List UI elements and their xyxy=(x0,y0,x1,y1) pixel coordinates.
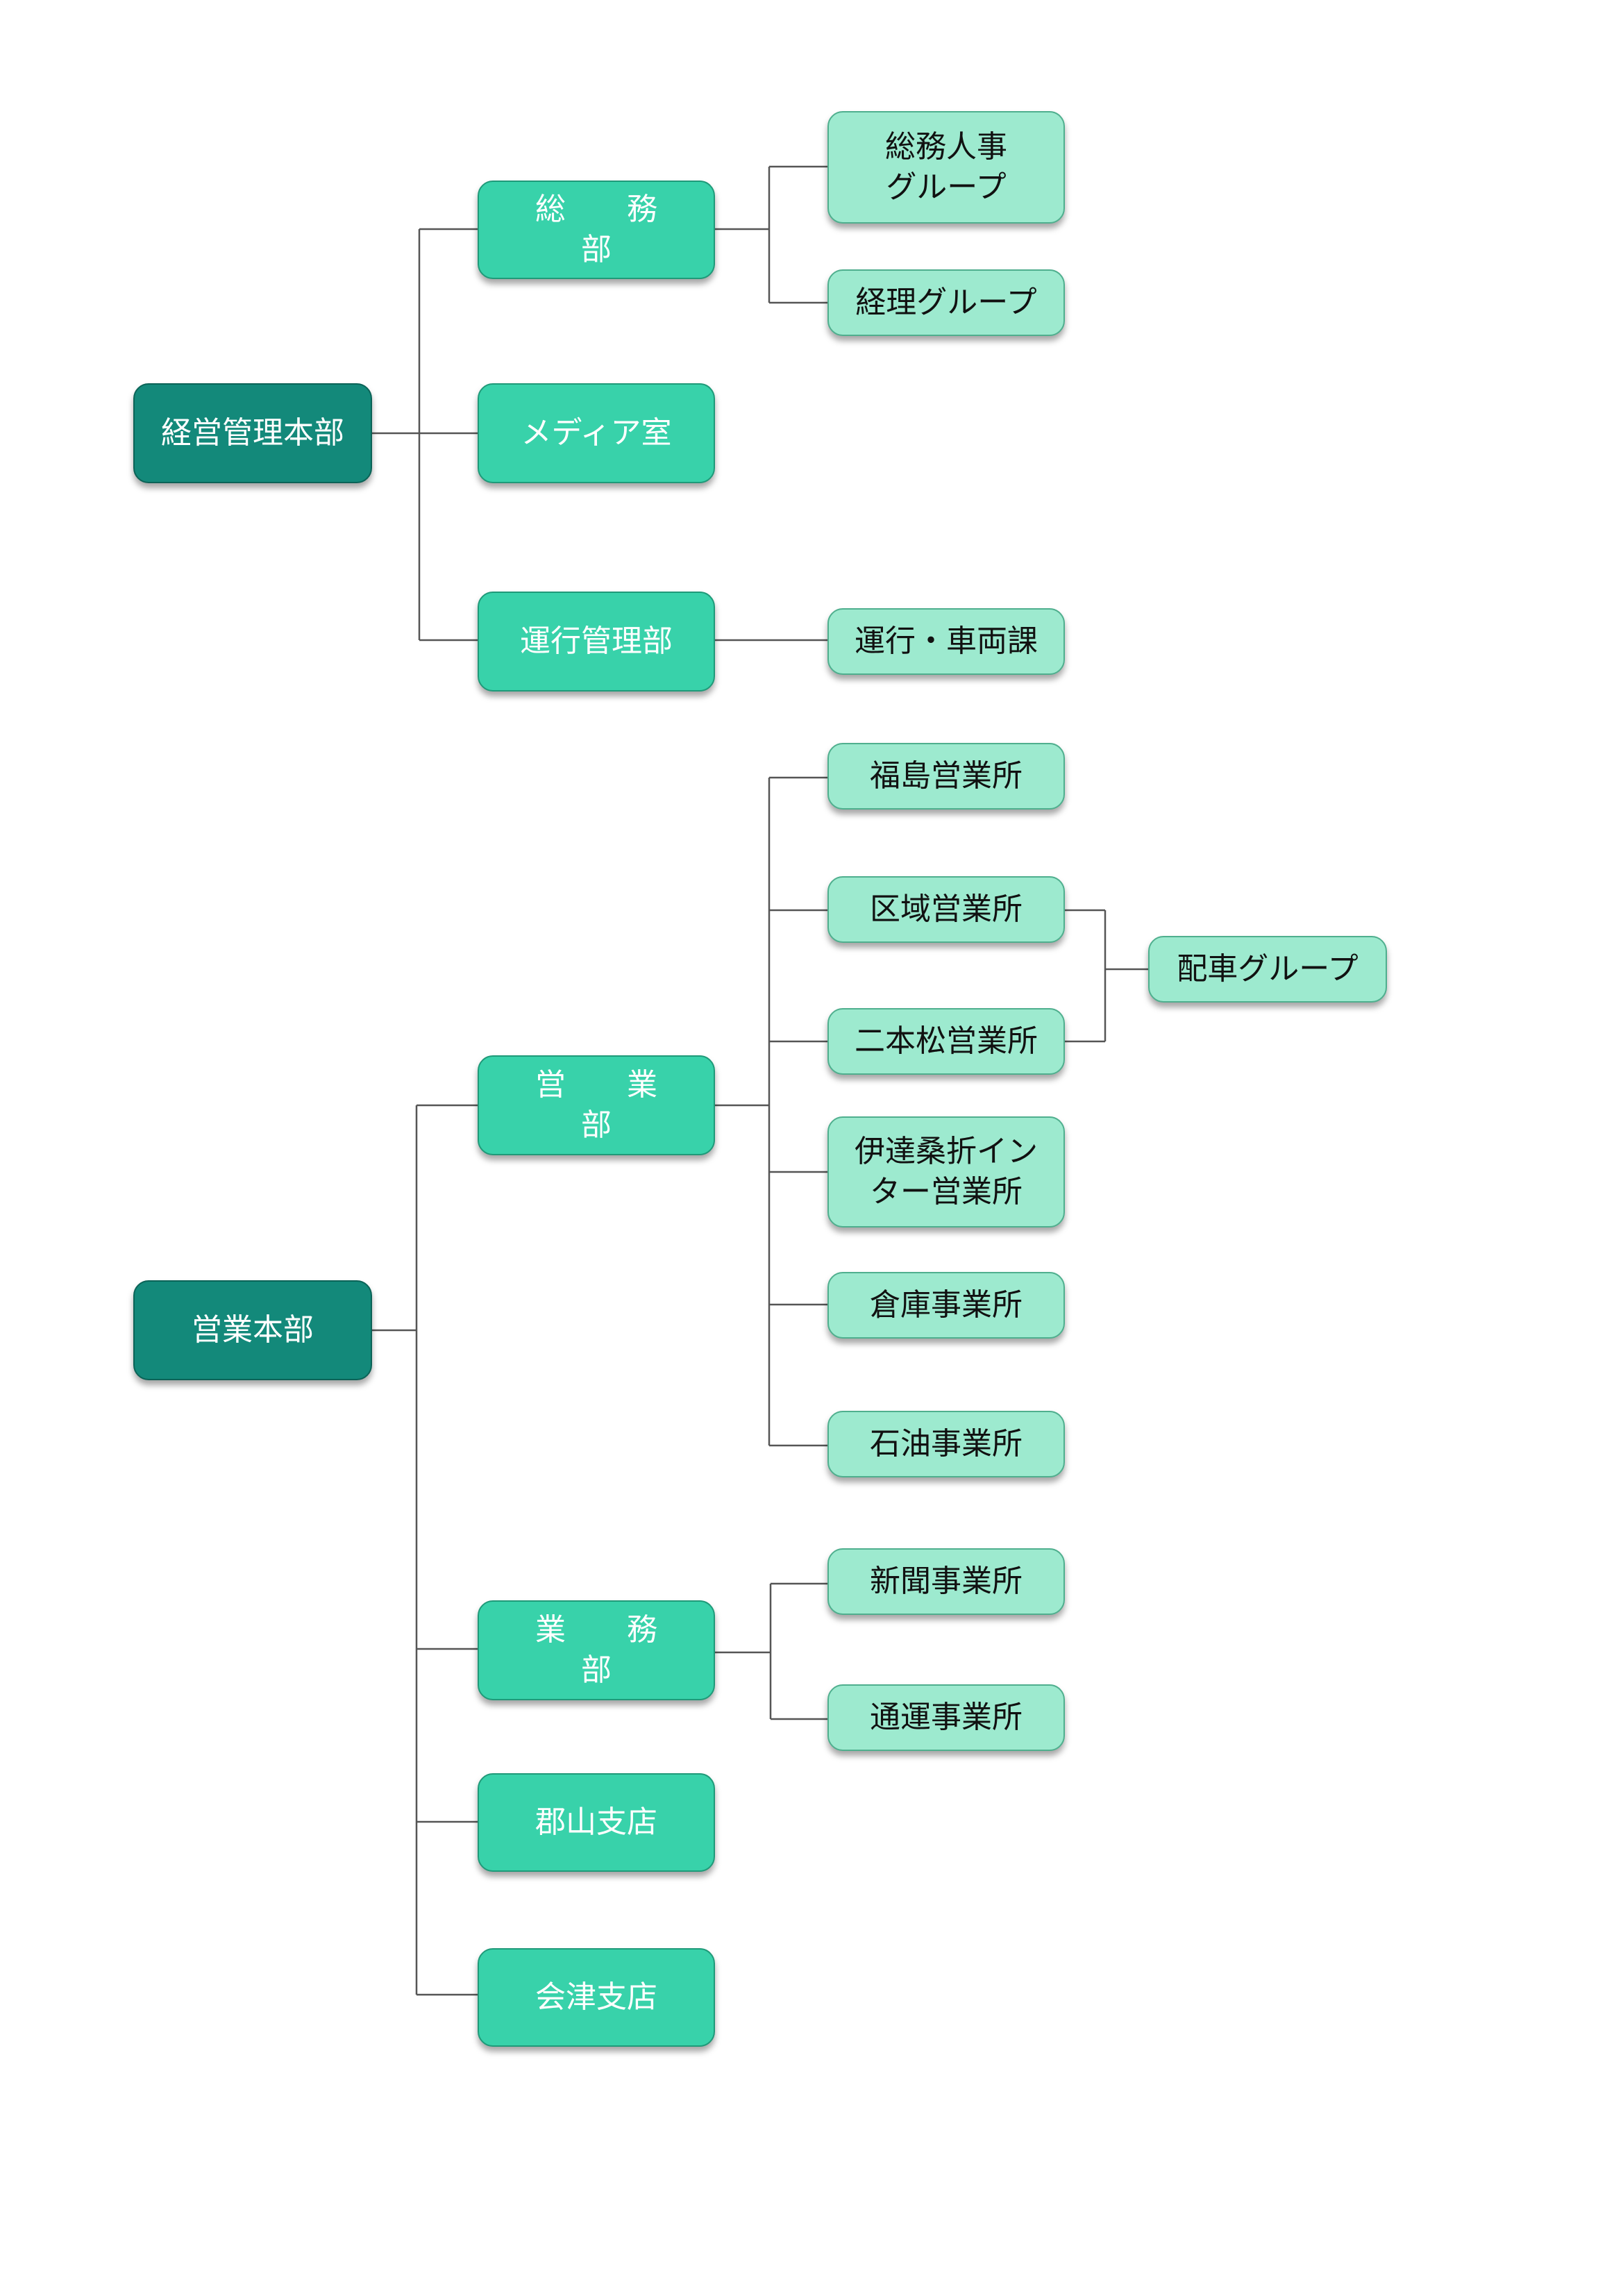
org-box-media-room[interactable]: メディア室 xyxy=(478,383,715,483)
org-box-accounting-group[interactable]: 経理グループ xyxy=(827,269,1065,336)
org-box-courier-office[interactable]: 通運事業所 xyxy=(827,1684,1065,1751)
org-box-general-affairs[interactable]: 総 務 部 xyxy=(478,181,715,279)
org-box-oil-office[interactable]: 石油事業所 xyxy=(827,1411,1065,1477)
org-box-operations-dept[interactable]: 運行管理部 xyxy=(478,592,715,692)
org-box-newspaper-office[interactable]: 新聞事業所 xyxy=(827,1548,1065,1615)
org-box-sales-dept[interactable]: 営 業 部 xyxy=(478,1055,715,1155)
org-box-koriyama-branch[interactable]: 郡山支店 xyxy=(478,1773,715,1872)
org-box-warehouse-office[interactable]: 倉庫事業所 xyxy=(827,1272,1065,1339)
org-box-hr-group[interactable]: 総務人事 グループ xyxy=(827,111,1065,224)
org-box-nihonmatsu-office[interactable]: 二本松営業所 xyxy=(827,1008,1065,1075)
org-box-top-management[interactable]: 経営管理本部 xyxy=(133,383,372,483)
org-box-sales-hq[interactable]: 営業本部 xyxy=(133,1280,372,1380)
org-box-dispatch-group[interactable]: 配車グループ xyxy=(1148,936,1387,1003)
org-box-date-office[interactable]: 伊達桑折イン ター営業所 xyxy=(827,1116,1065,1227)
org-box-business-dept[interactable]: 業 務 部 xyxy=(478,1600,715,1700)
org-box-fukushima-office[interactable]: 福島営業所 xyxy=(827,743,1065,810)
org-box-operations-section[interactable]: 運行・車両課 xyxy=(827,608,1065,675)
org-box-aizu-branch[interactable]: 会津支店 xyxy=(478,1948,715,2047)
org-box-district-office[interactable]: 区域営業所 xyxy=(827,876,1065,943)
